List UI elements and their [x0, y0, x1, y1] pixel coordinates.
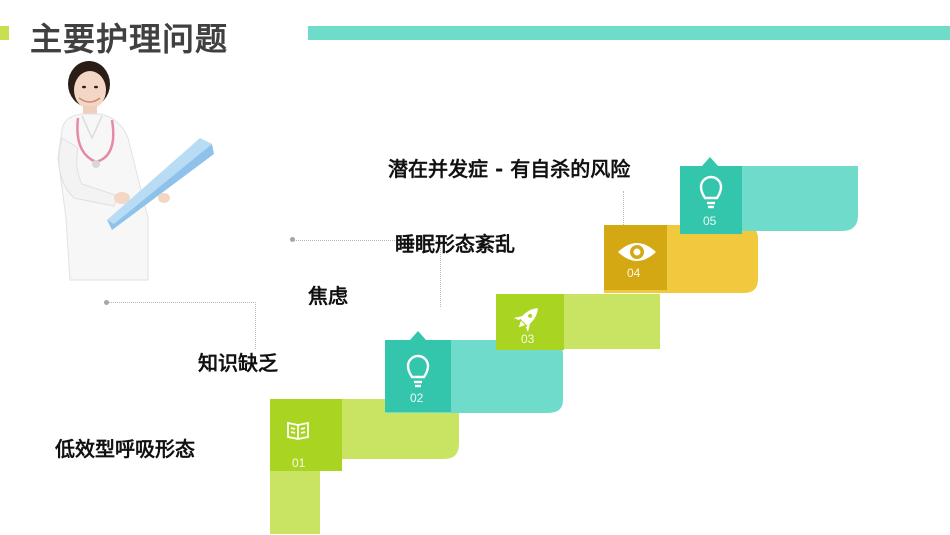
title-accent-bar: [0, 26, 9, 40]
page-title: 主要护理问题: [30, 20, 229, 58]
step-02-notch: [410, 331, 426, 340]
step-01-label: 低效型呼吸形态: [55, 437, 195, 461]
step-05-notch: [702, 157, 718, 166]
step-04-number: 04: [627, 266, 641, 280]
step-02-label: 知识缺乏: [198, 351, 278, 375]
step-05-number: 05: [703, 214, 717, 228]
lightbulb-icon: [406, 354, 430, 388]
connector-line-02: [107, 302, 256, 349]
step-03-label: 焦虑: [308, 284, 348, 308]
step-01-number: 01: [292, 456, 306, 470]
step-01-tab: [270, 399, 342, 471]
eye-icon: [618, 243, 656, 261]
nurse-illustration: [57, 61, 214, 281]
connector-dot-02: [104, 300, 109, 305]
connector-line-04: [293, 240, 441, 307]
book-icon: [287, 421, 309, 440]
step-04-label: 睡眠形态紊乱: [395, 232, 515, 256]
step-02-number: 02: [410, 391, 424, 405]
title-decoration-bar: [308, 26, 950, 40]
connector-dot-04: [290, 237, 295, 242]
step-03-number: 03: [521, 332, 535, 346]
connector-line-05: [623, 191, 624, 225]
lightbulb-icon: [699, 175, 723, 209]
step-05-label: 潜在并发症 - 有自杀的风险: [388, 157, 631, 181]
